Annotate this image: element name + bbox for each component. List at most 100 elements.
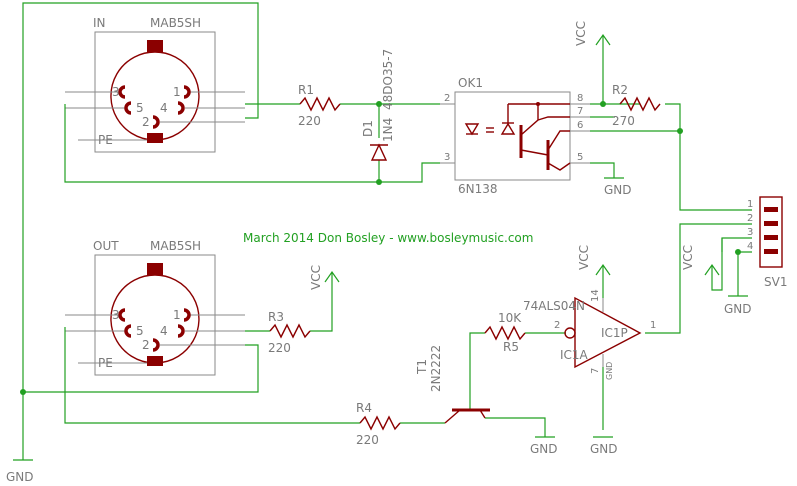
d1-part: 1N4 (381, 118, 395, 142)
ok1-pin-7: 7 (577, 106, 583, 117)
ok1-pin5-gnd-wire (590, 162, 615, 178)
r3-to-vcc-wire (310, 272, 333, 332)
in-return-to-ok1-pin3-wire (64, 104, 440, 183)
sv1-pin-4: 4 (747, 241, 753, 252)
junction-dot (376, 179, 382, 185)
vcc-label-inverter: VCC (577, 245, 591, 270)
ok1-pin-8: 8 (577, 93, 583, 104)
gnd-label-ok1: GND (604, 183, 632, 197)
sv1-body (759, 196, 783, 268)
resistor-r5: 10K R5 (484, 311, 526, 354)
resistor-r3: R3 220 (268, 310, 311, 355)
in-pin-1: 1 (173, 85, 181, 99)
t1-part: 2N2222 (429, 345, 443, 392)
sv1-pin-3: 3 (747, 227, 753, 238)
ok1-body (454, 91, 571, 181)
inverter-bubble (564, 327, 576, 339)
vcc-label-top: VCC (574, 21, 588, 46)
gnd-label-t1: GND (530, 442, 558, 456)
out-pin-5: 5 (136, 324, 144, 338)
resistor-r2: R2 270 (612, 83, 661, 128)
power-symbols: VCC VCC VCC VCC GND GND GND GND GND (6, 21, 752, 484)
out-shield-to-gnd-wire (23, 344, 259, 393)
inverter-ic1a: 74ALS04N IC1A IC1P 2 1 14 7 GND (523, 289, 656, 380)
inverter-pin-in: 2 (554, 320, 560, 331)
out-connector-pe-tab (147, 356, 163, 366)
t1-emitter-gnd-wire (485, 417, 546, 437)
junction-dot (20, 389, 26, 395)
vcc-label-header: VCC (681, 245, 695, 270)
junction-dot (376, 101, 382, 107)
header-gnd-wire (737, 251, 752, 296)
inverter-name: IC1A (560, 348, 589, 362)
credit-text: March 2014 Don Bosley - www.bosleymusic.… (243, 231, 533, 245)
in-pin-4: 4 (160, 101, 168, 115)
r5-to-t1-base-wire (469, 332, 485, 410)
junction-dot (600, 101, 606, 107)
sv1-pin-2: 2 (747, 213, 753, 224)
r5-value: 10K (498, 311, 522, 325)
optocoupler-ok1: OK1 6N138 2 3 8 7 6 5 (440, 76, 590, 196)
vcc-arrow-icon (595, 263, 611, 276)
in-connector-label: IN (93, 16, 106, 30)
r4-name: R4 (356, 401, 372, 415)
in-connector-key (147, 40, 163, 52)
in-pin-2: 2 (142, 115, 150, 129)
ok1-pin-3: 3 (444, 152, 450, 163)
d1-part-suffix: 48DO35-7 (381, 49, 395, 110)
r4-to-out-pin5-wire (64, 327, 360, 424)
diode-d1: D1 1N4 48DO35-7 (361, 49, 395, 161)
inverter-pin-out: 1 (650, 320, 656, 331)
vcc-arrow-icon (704, 263, 720, 276)
sv1-pin-1: 1 (747, 199, 753, 210)
gnd-label-inverter: GND (590, 442, 618, 456)
r2-to-header-wire (665, 103, 752, 211)
resistor-r1: R1 220 (298, 83, 341, 128)
out-pin-3: 3 (112, 308, 120, 322)
header-vcc-wire (711, 237, 752, 291)
inverter-pin-vcc: 14 (590, 289, 601, 302)
header-sv1: 1 2 3 4 SV1 (747, 196, 787, 289)
vcc-arrow-icon (595, 33, 611, 46)
d1-name: D1 (361, 120, 375, 137)
t1-name: T1 (415, 359, 429, 375)
in-pe-label: PE (98, 133, 113, 147)
in-connector: 3 1 5 4 2 PE IN MAB5SH (65, 16, 245, 153)
r3-name: R3 (268, 310, 284, 324)
inverter-out-to-header-wire (645, 223, 752, 334)
inverter-gnd-label: GND (605, 362, 614, 380)
out-connector-label: OUT (93, 239, 119, 253)
out-pe-label: PE (98, 356, 113, 370)
vcc-label-out: VCC (309, 265, 323, 290)
in-pin4-to-gnd-wire (22, 2, 259, 460)
inverter-pin-gnd: 7 (590, 368, 601, 374)
vcc-arrow-icon (324, 270, 340, 283)
in-pin-5: 5 (136, 101, 144, 115)
r5-name: R5 (503, 340, 519, 354)
out-connector-part: MAB5SH (150, 239, 201, 253)
r4-value: 220 (356, 433, 379, 447)
out-pin-4: 4 (160, 324, 168, 338)
r1-name: R1 (298, 83, 314, 97)
junction-dot (677, 128, 683, 134)
inverter-part: 74ALS04N (523, 299, 585, 313)
r2-value: 270 (612, 114, 635, 128)
in-connector-part: MAB5SH (150, 16, 201, 30)
sv1-name: SV1 (764, 275, 787, 289)
out-connector-key (147, 263, 163, 275)
ok1-pin-2: 2 (444, 93, 450, 104)
ok1-pin-5: 5 (577, 152, 583, 163)
ok1-part: 6N138 (458, 182, 498, 196)
gnd-label-rail: GND (6, 470, 34, 484)
junctions (20, 101, 741, 395)
ok1-name: OK1 (458, 76, 483, 90)
wires (22, 2, 752, 460)
in-pin-3: 3 (112, 85, 120, 99)
out-connector: 3 1 5 4 2 PE OUT MAB5SH (65, 239, 245, 376)
inverter-supply-label: IC1P (601, 326, 628, 340)
junction-dot (735, 249, 741, 255)
transistor-t1: T1 2N2222 (415, 345, 490, 424)
ok1-pin-6: 6 (577, 120, 583, 131)
resistor-r4: R4 220 (356, 401, 401, 447)
